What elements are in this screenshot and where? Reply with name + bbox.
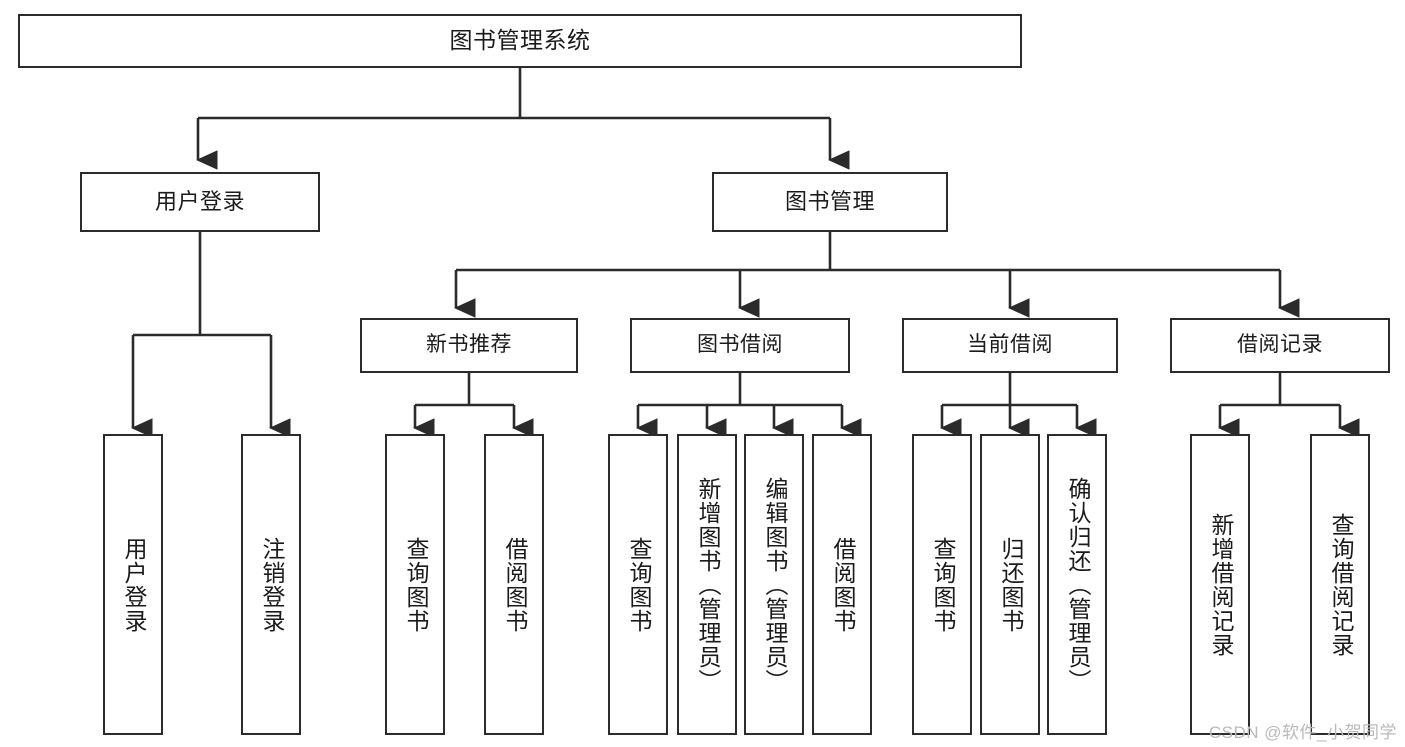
leaf-current-return-book[interactable]: 归还图书 [980,434,1040,735]
leaf-label: 归还图书 [997,536,1024,633]
node-label: 新书推荐 [426,333,512,357]
node-label: 借阅记录 [1237,333,1323,357]
leaf-borrow-add-book-admin[interactable]: 新增图书（管理员） [677,434,737,735]
leaf-user-login-logout[interactable]: 注销登录 [241,434,301,735]
leaf-label: 查询图书 [929,536,956,633]
leaf-label: 查询图书 [625,536,652,633]
node-current-borrow[interactable]: 当前借阅 [902,318,1118,373]
node-label: 当前借阅 [967,333,1053,357]
leaf-label: 借阅图书 [501,536,528,633]
leaf-borrow-query-book[interactable]: 查询图书 [608,434,668,735]
node-label: 图书借阅 [697,333,783,357]
leaf-label: 查询借阅记录 [1327,512,1354,657]
leaf-label: 新增图书（管理员） [694,476,721,693]
node-user-login[interactable]: 用户登录 [80,172,320,232]
leaf-label: 借阅图书 [829,536,856,633]
leaf-user-login-login[interactable]: 用户登录 [103,434,163,735]
node-book-management[interactable]: 图书管理 [712,172,948,232]
leaf-record-query-record[interactable]: 查询借阅记录 [1310,434,1370,735]
leaf-label: 用户登录 [120,536,147,633]
leaf-borrow-borrow-book[interactable]: 借阅图书 [812,434,872,735]
leaf-record-add-record[interactable]: 新增借阅记录 [1190,434,1250,735]
node-label: 用户登录 [154,189,245,215]
watermark-text: CSDN @软件_小贺同学 [1208,723,1397,742]
node-root-system[interactable]: 图书管理系统 [18,14,1022,68]
leaf-current-confirm-return-admin[interactable]: 确认归还（管理员） [1047,434,1107,735]
node-new-book-recommend[interactable]: 新书推荐 [360,318,578,373]
leaf-recommend-query-book[interactable]: 查询图书 [385,434,445,735]
leaf-borrow-edit-book-admin[interactable]: 编辑图书（管理员） [744,434,804,735]
leaf-label: 注销登录 [258,536,285,633]
leaf-label: 新增借阅记录 [1207,512,1234,657]
leaf-label: 查询图书 [402,536,429,633]
leaf-label: 确认归还（管理员） [1064,476,1091,693]
leaf-recommend-borrow-book[interactable]: 借阅图书 [484,434,544,735]
leaf-label: 编辑图书（管理员） [761,476,788,693]
node-borrow-record[interactable]: 借阅记录 [1170,318,1390,373]
leaf-current-query-book[interactable]: 查询图书 [912,434,972,735]
node-label: 图书管理系统 [449,27,591,54]
node-book-borrow[interactable]: 图书借阅 [630,318,850,373]
node-label: 图书管理 [784,189,875,215]
